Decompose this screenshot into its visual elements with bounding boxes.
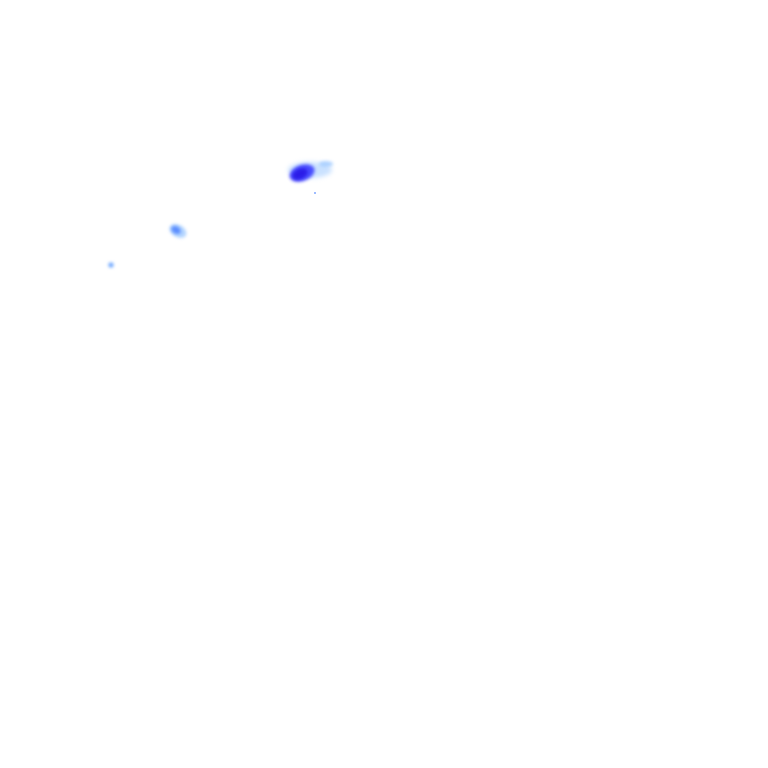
precip-cell-main-speck [314,192,316,194]
precip-cell-secondary [169,224,187,238]
precip-cell-small [108,262,114,268]
precip-cell-small-dot [108,262,114,268]
precip-cell-secondary-core [171,226,181,234]
precip-cell-main-core [292,168,308,180]
precip-cell-main-tail [319,161,333,167]
precip-cell-main [288,161,333,194]
